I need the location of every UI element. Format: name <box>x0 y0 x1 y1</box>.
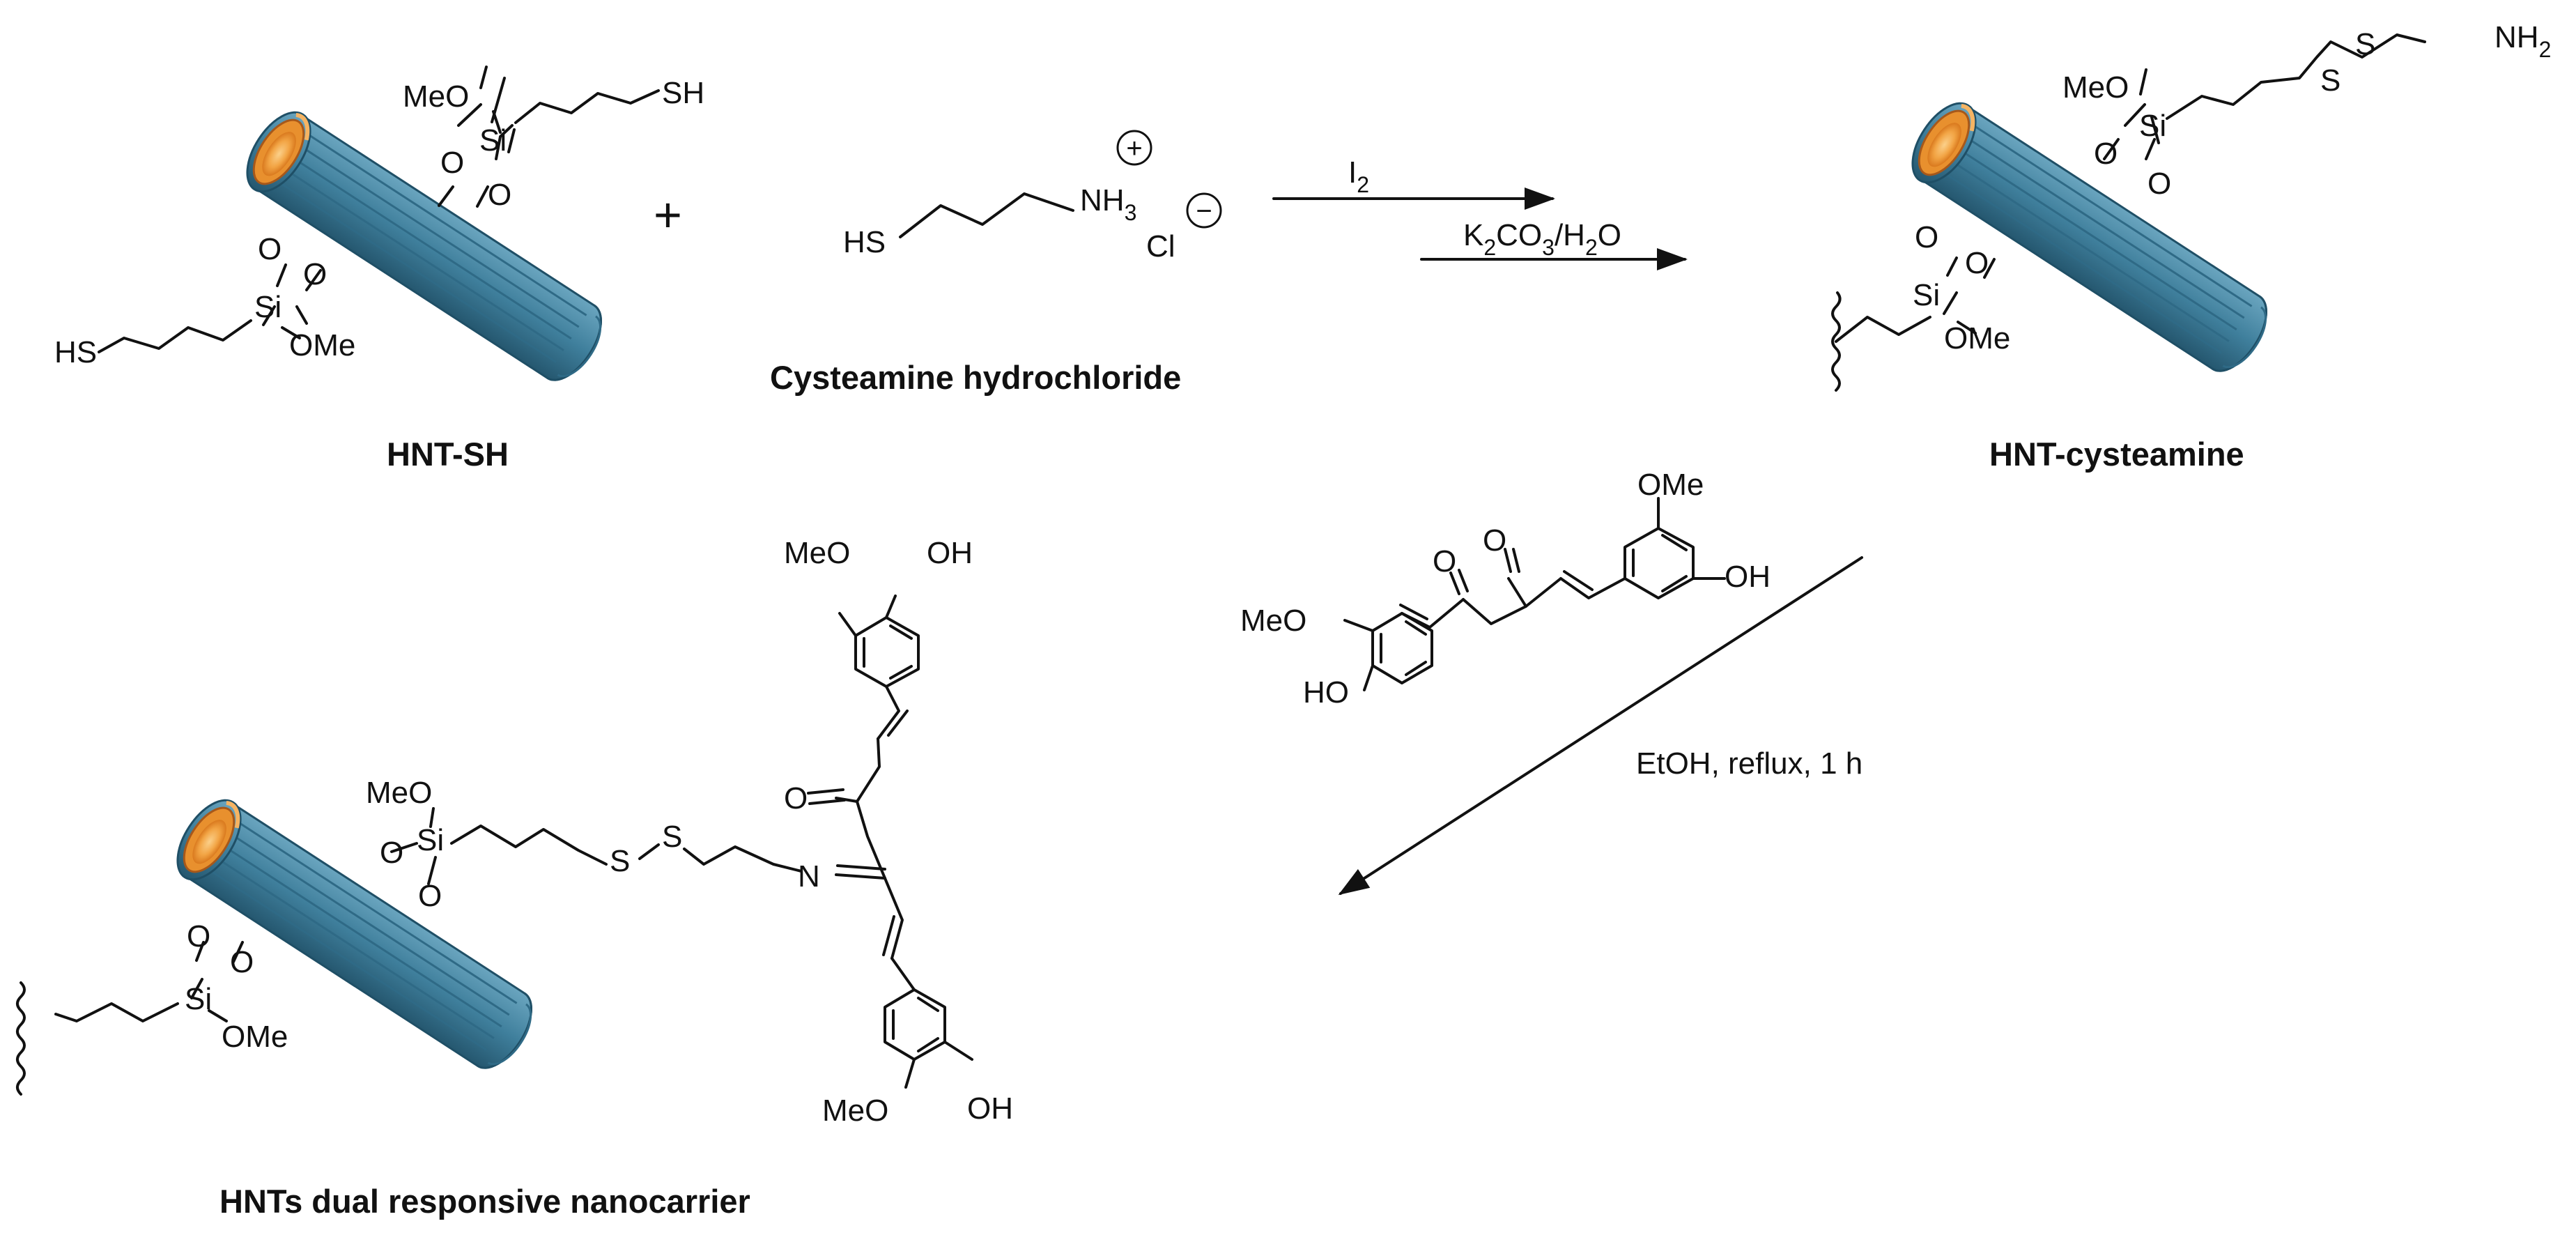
silicon-label: Si <box>1913 278 1940 312</box>
sulfur-label: S <box>2355 27 2375 61</box>
curcumin-structure: OMe OH O O MeO HO EtOH, reflux, 1 h <box>1240 468 1863 896</box>
methoxy-label: OMe <box>289 328 355 362</box>
sulfur-label: S <box>610 844 630 878</box>
oxygen-label: O <box>258 232 281 266</box>
silicon-label: Si <box>254 290 281 324</box>
hnt-sh-structure: MeO Si O O SH O O Si OMe HS HNT-SH <box>54 66 704 473</box>
thiol-label: HS <box>54 335 97 369</box>
methoxy-label: OMe <box>222 1020 288 1054</box>
carbonyl-oxygen-label: O <box>1483 523 1506 558</box>
hydroxyl-label: OH <box>927 536 973 570</box>
oxygen-label: O <box>2147 167 2171 201</box>
ammonium-label: NH3 <box>1080 183 1136 225</box>
silicon-label: Si <box>2139 109 2166 143</box>
cysteamine-structure: HS NH3 + Cl − Cysteamine hydrochloride <box>770 130 1222 396</box>
carbonyl-oxygen-label: O <box>784 781 808 815</box>
positive-charge-icon <box>1116 130 1152 166</box>
reflux-conditions: EtOH, reflux, 1 h <box>1636 746 1862 781</box>
methoxy-label: MeO <box>1240 604 1306 638</box>
hnt-sh-label: HNT-SH <box>387 436 509 473</box>
positive-charge-symbol: + <box>1126 133 1142 164</box>
silicon-label: Si <box>185 982 212 1016</box>
nanocarrier-label: HNTs dual responsive nanocarrier <box>219 1183 750 1220</box>
thiol-label: HS <box>843 225 886 259</box>
negative-charge-icon <box>1186 192 1222 229</box>
oxygen-label: O <box>440 146 464 180</box>
oxygen-label: O <box>2094 137 2118 171</box>
oxygen-label: O <box>488 178 511 212</box>
negative-charge-symbol: − <box>1196 196 1212 227</box>
oxygen-label: O <box>187 919 210 953</box>
cysteamine-label: Cysteamine hydrochloride <box>770 359 1181 396</box>
chloride-label: Cl <box>1146 229 1175 263</box>
hydroxyl-label: OH <box>1725 560 1771 594</box>
thiol-label: SH <box>662 76 704 110</box>
amine-label: NH2 <box>2494 20 2551 62</box>
imine-nitrogen-label: N <box>798 859 820 894</box>
hydroxyl-label: HO <box>1303 675 1349 710</box>
sulfur-label: S <box>2320 63 2340 98</box>
hnt-cysteamine-structure: MeO Si O O S S NH2 O O Si OMe HNT-cystea… <box>1831 20 2551 473</box>
oxygen-label: O <box>418 879 442 913</box>
plus-sign: + <box>654 187 682 242</box>
hydroxyl-label: OH <box>967 1091 1013 1126</box>
base-reagent: K2CO3/H2O <box>1463 218 1621 260</box>
oxygen-label: O <box>1965 246 1989 280</box>
methoxy-label: OMe <box>1637 468 1704 502</box>
reaction-arrow <box>1338 556 1863 896</box>
methoxy-label: MeO <box>822 1094 888 1128</box>
sulfur-label: S <box>662 820 682 854</box>
hnt-cysteamine-label: HNT-cysteamine <box>1989 436 2244 473</box>
methoxy-label: MeO <box>366 776 432 810</box>
reaction-step-1: I2 K2CO3/H2O <box>1272 155 1688 270</box>
oxygen-label: O <box>1915 220 1938 254</box>
methoxy-label: OMe <box>1944 321 2010 355</box>
carbonyl-oxygen-label: O <box>1433 544 1456 578</box>
iodine-reagent: I2 <box>1348 155 1369 197</box>
silicon-label: Si <box>417 823 444 857</box>
silicon-label: Si <box>479 123 507 158</box>
oxygen-label: O <box>230 945 254 979</box>
oxygen-label: O <box>303 257 327 291</box>
methoxy-label: MeO <box>403 79 469 114</box>
nanocarrier-structure: MeO Si O O S S N O MeO OH O O Si OMe MeO… <box>16 536 1013 1220</box>
methoxy-label: MeO <box>784 536 850 570</box>
methoxy-label: MeO <box>2062 70 2129 105</box>
oxygen-label: O <box>380 836 403 870</box>
